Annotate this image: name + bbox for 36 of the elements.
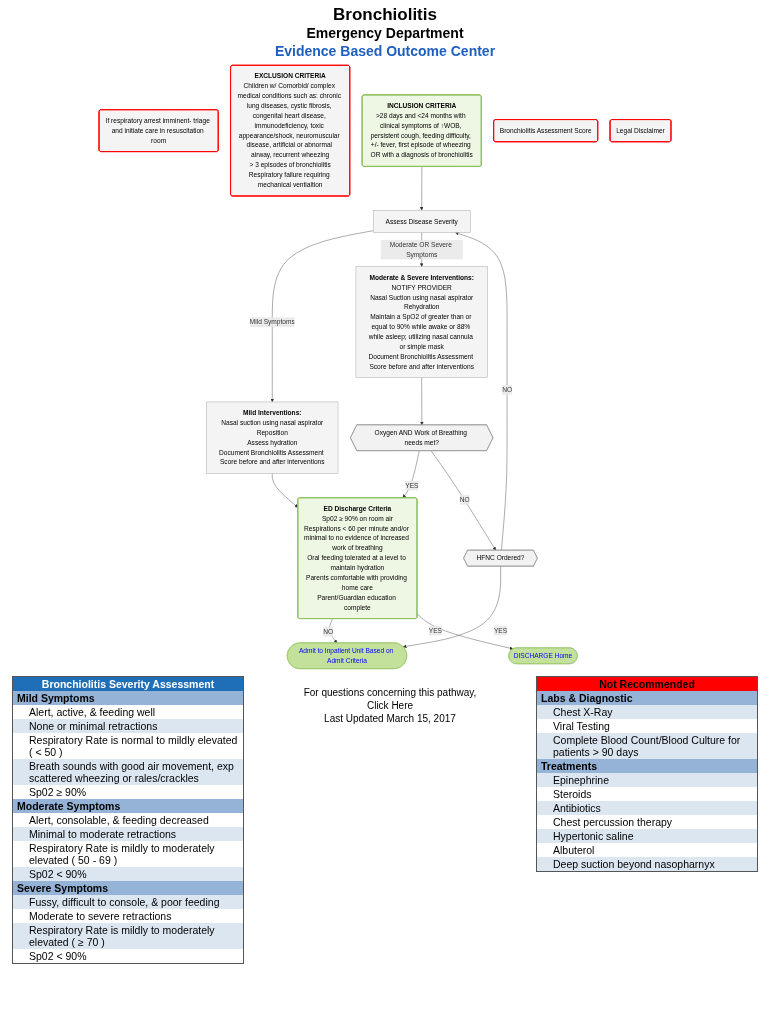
table-cell: Deep suction beyond nasopharnyx xyxy=(536,857,758,872)
link: Click Here xyxy=(366,699,414,712)
table-cell: Albuterol xyxy=(536,843,758,857)
table-cell: Fussy, difficult to console, & poor feeding xyxy=(12,895,244,909)
table-cell: Respiratory Rate is normal to mildly elevated ( < 50 ) xyxy=(12,733,244,759)
table-header: Mild Symptoms xyxy=(12,691,244,705)
table-cell: Antibiotics xyxy=(536,801,758,815)
table-header: Moderate Symptoms xyxy=(12,799,244,813)
table-cell: Sp02 < 90% xyxy=(12,949,244,964)
table-cell: Hypertonic saline xyxy=(536,829,758,843)
table-cell: Breath sounds with good air movement, exp scattered wheezing or rales/crackles xyxy=(12,759,244,785)
footer-note: Last Updated March 15, 2017 xyxy=(324,712,456,725)
table-cell: Respiratory Rate is mildly to moderately elevated ( 50 - 69 ) xyxy=(12,841,244,867)
footer-note: For questions concerning this pathway, xyxy=(303,686,477,699)
subtitle: Evidence Based Outcome Center xyxy=(274,42,496,60)
table-cell: Chest X-Ray xyxy=(536,705,758,719)
table-cell: None or minimal retractions xyxy=(12,719,244,733)
table-header: Bronchiolitis Severity Assessment xyxy=(12,676,244,691)
table-cell: Viral Testing xyxy=(536,719,758,733)
table-cell: Chest percussion therapy xyxy=(536,815,758,829)
table-cell: Alert, consolable, & feeding decreased xyxy=(12,813,244,827)
table-cell: Steroids xyxy=(536,787,758,801)
table-header: Not Recommended xyxy=(536,676,758,691)
table-cell: Sp02 ≥ 90% xyxy=(12,785,244,799)
diagram-title: Bronchiolitis xyxy=(333,6,437,24)
table-cell: Moderate to severe retractions xyxy=(12,909,244,923)
table-cell: Complete Blood Count/Blood Culture for patients > 90 days xyxy=(536,733,758,759)
table-header: Severe Symptoms xyxy=(12,881,244,895)
table-header: Treatments xyxy=(536,759,758,773)
table-cell: Alert, active, & feeding well xyxy=(12,705,244,719)
table-cell: Respiratory Rate is mildly to moderately elevated ( ≥ 70 ) xyxy=(12,923,244,949)
subtitle: Emergency Department xyxy=(306,24,464,42)
table-cell: Epinephrine xyxy=(536,773,758,787)
table-cell: Sp02 < 90% xyxy=(12,867,244,881)
table-cell: Minimal to moderate retractions xyxy=(12,827,244,841)
table-header: Labs & Diagnostic xyxy=(536,691,758,705)
